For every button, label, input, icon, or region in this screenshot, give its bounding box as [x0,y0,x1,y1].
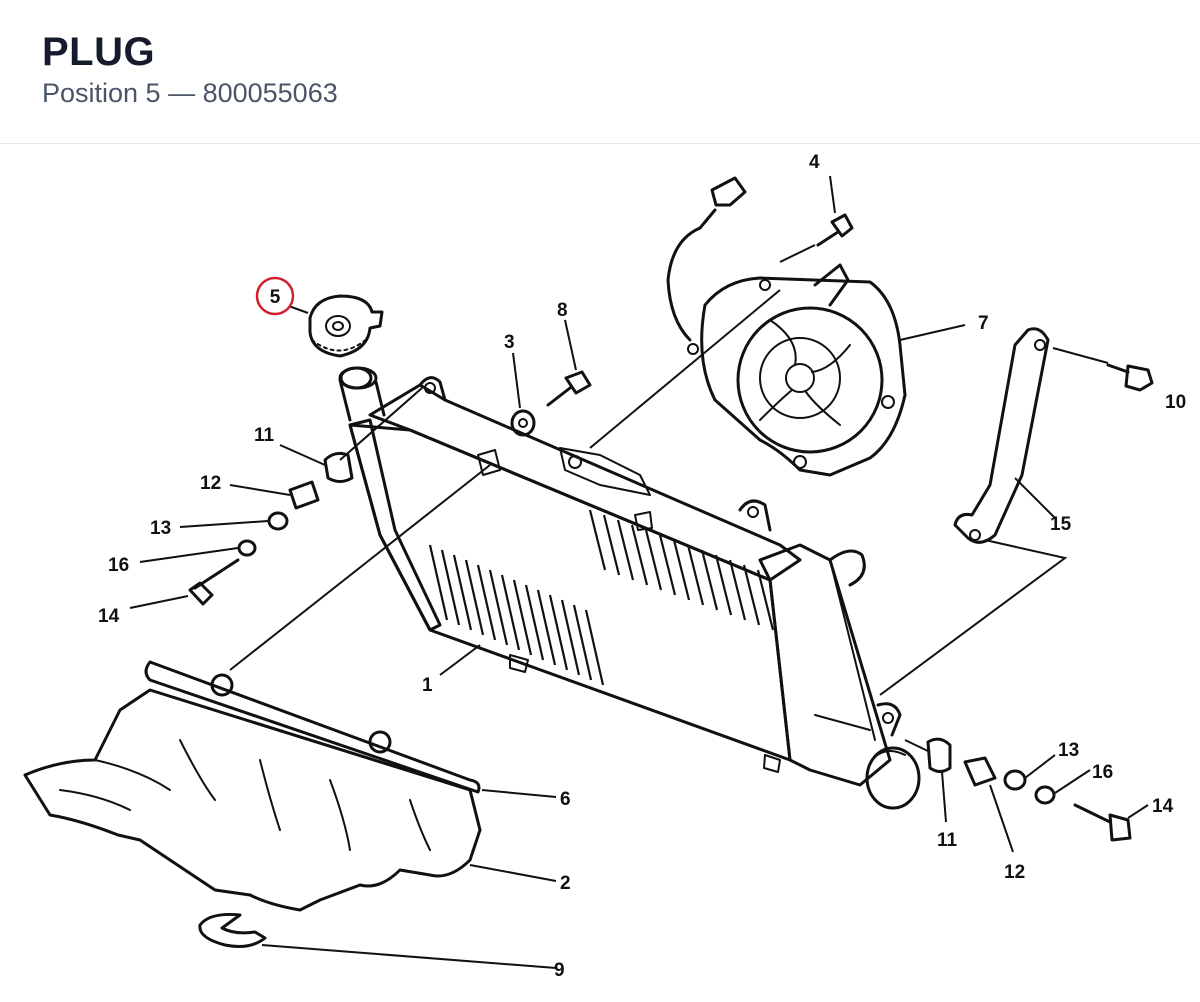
callout-leaders [129,175,1149,969]
callout-8[interactable]: 8 [557,300,568,321]
right-mount-hardware[interactable] [926,737,1132,842]
radiator-cap-plug[interactable] [308,294,384,358]
callout-2[interactable]: 2 [560,873,571,894]
cooling-fan-assembly[interactable] [666,176,907,477]
radiator-shroud[interactable] [23,660,482,912]
assembly-guide-lines [229,244,1068,753]
bolt-10[interactable] [1106,363,1154,392]
exploded-parts-diagram: 4 8 3 7 10 15 11 12 13 16 14 1 6 2 9 11 … [23,152,1186,981]
callout-labels: 4 8 3 7 10 15 11 12 13 16 14 1 6 2 9 11 … [98,152,1186,981]
callout-13-right[interactable]: 13 [1058,740,1079,761]
callout-5-highlighted[interactable]: 5 [255,276,295,316]
callout-5: 5 [270,287,281,308]
left-mount-hardware[interactable] [188,451,354,606]
callout-14-left[interactable]: 14 [98,606,120,627]
callout-11-right[interactable]: 11 [937,830,958,851]
callout-12-right[interactable]: 12 [1004,862,1025,883]
callout-7[interactable]: 7 [978,313,989,334]
bolt-4[interactable] [816,213,854,247]
callout-3[interactable]: 3 [504,332,515,353]
callout-12-left[interactable]: 12 [200,473,221,494]
page-title: PLUG [42,30,156,74]
callout-10[interactable]: 10 [1165,392,1186,413]
clip-9[interactable] [198,913,267,948]
callout-4[interactable]: 4 [809,152,820,173]
radiator-core[interactable] [338,366,921,810]
callout-16-left[interactable]: 16 [108,555,129,576]
grommet-3[interactable] [510,409,536,437]
callout-15[interactable]: 15 [1050,514,1072,535]
page-header: PLUG Position 5 — 800055063 [0,0,1200,144]
fan-connector [710,176,747,207]
shroud-rail [144,660,481,794]
part-subtitle: Position 5 — 800055063 [42,78,338,108]
callout-13-left[interactable]: 13 [150,518,171,539]
callout-9[interactable]: 9 [554,960,565,981]
radiator-fins [428,509,775,686]
callout-11-left[interactable]: 11 [254,425,275,446]
highlight-ring [255,276,295,316]
callout-16-right[interactable]: 16 [1092,762,1113,783]
callout-14-right[interactable]: 14 [1152,796,1174,817]
callout-6[interactable]: 6 [560,789,571,810]
callout-1[interactable]: 1 [422,675,433,696]
bolt-8[interactable] [546,370,592,407]
mounting-bracket[interactable] [953,327,1050,544]
filler-gasket [339,366,373,390]
